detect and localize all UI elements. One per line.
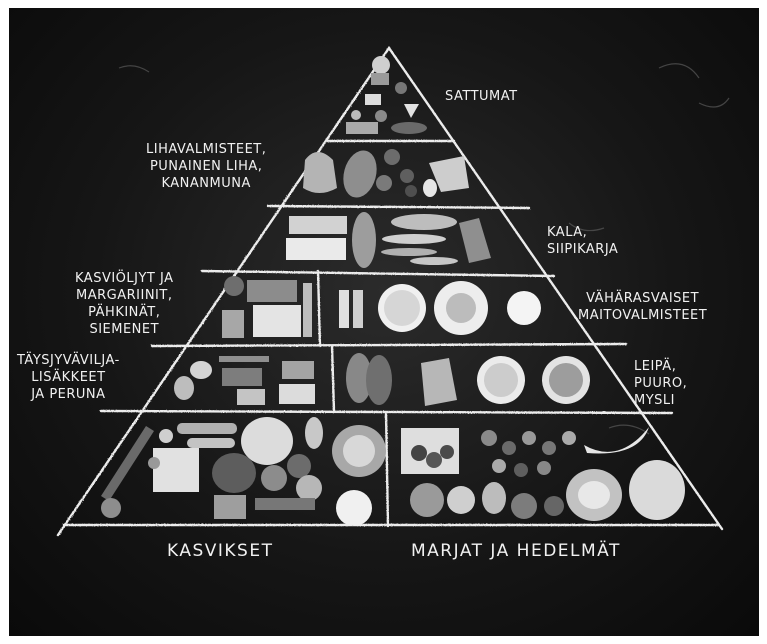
- tier-oljyt-foods: [222, 276, 312, 338]
- label-marjat-hedelmat: MARJAT JA HEDELMÄT: [411, 543, 621, 560]
- label-kasvioljyt: KASVIÖLJYT JA MARGARIINIT, PÄHKINÄT, SIE…: [75, 270, 174, 338]
- label-taysjyvavilja: TÄYSJYVÄVILJA- LISÄKKEET JA PERUNA: [17, 352, 120, 403]
- tier-liha-foods: [303, 147, 469, 202]
- label-lihavalmisteet: LIHAVALMISTEET, PUNAINEN LIHA, KANANMUNA: [146, 141, 266, 192]
- tier-marjat-foods: [401, 427, 685, 521]
- label-kala: KALA, SIIPIKARJA: [547, 224, 618, 258]
- label-maitovalmisteet: VÄHÄRASVAISET MAITOVALMISTEET: [578, 290, 707, 324]
- chalkboard: SATTUMAT LIHAVALMISTEET, PUNAINEN LIHA, …: [9, 8, 759, 636]
- tier-kala-foods: [286, 212, 491, 268]
- tier-kasvikset-foods: [101, 417, 386, 526]
- label-sattumat: SATTUMAT: [445, 88, 518, 105]
- tier-taysjyva-foods: [174, 356, 315, 405]
- label-kasvikset: KASVIKSET: [167, 543, 273, 560]
- label-leipa: LEIPÄ, PUURO, MYSLI: [634, 358, 687, 409]
- tier-maito-foods: [339, 281, 541, 335]
- tier-leipa-foods: [346, 353, 590, 406]
